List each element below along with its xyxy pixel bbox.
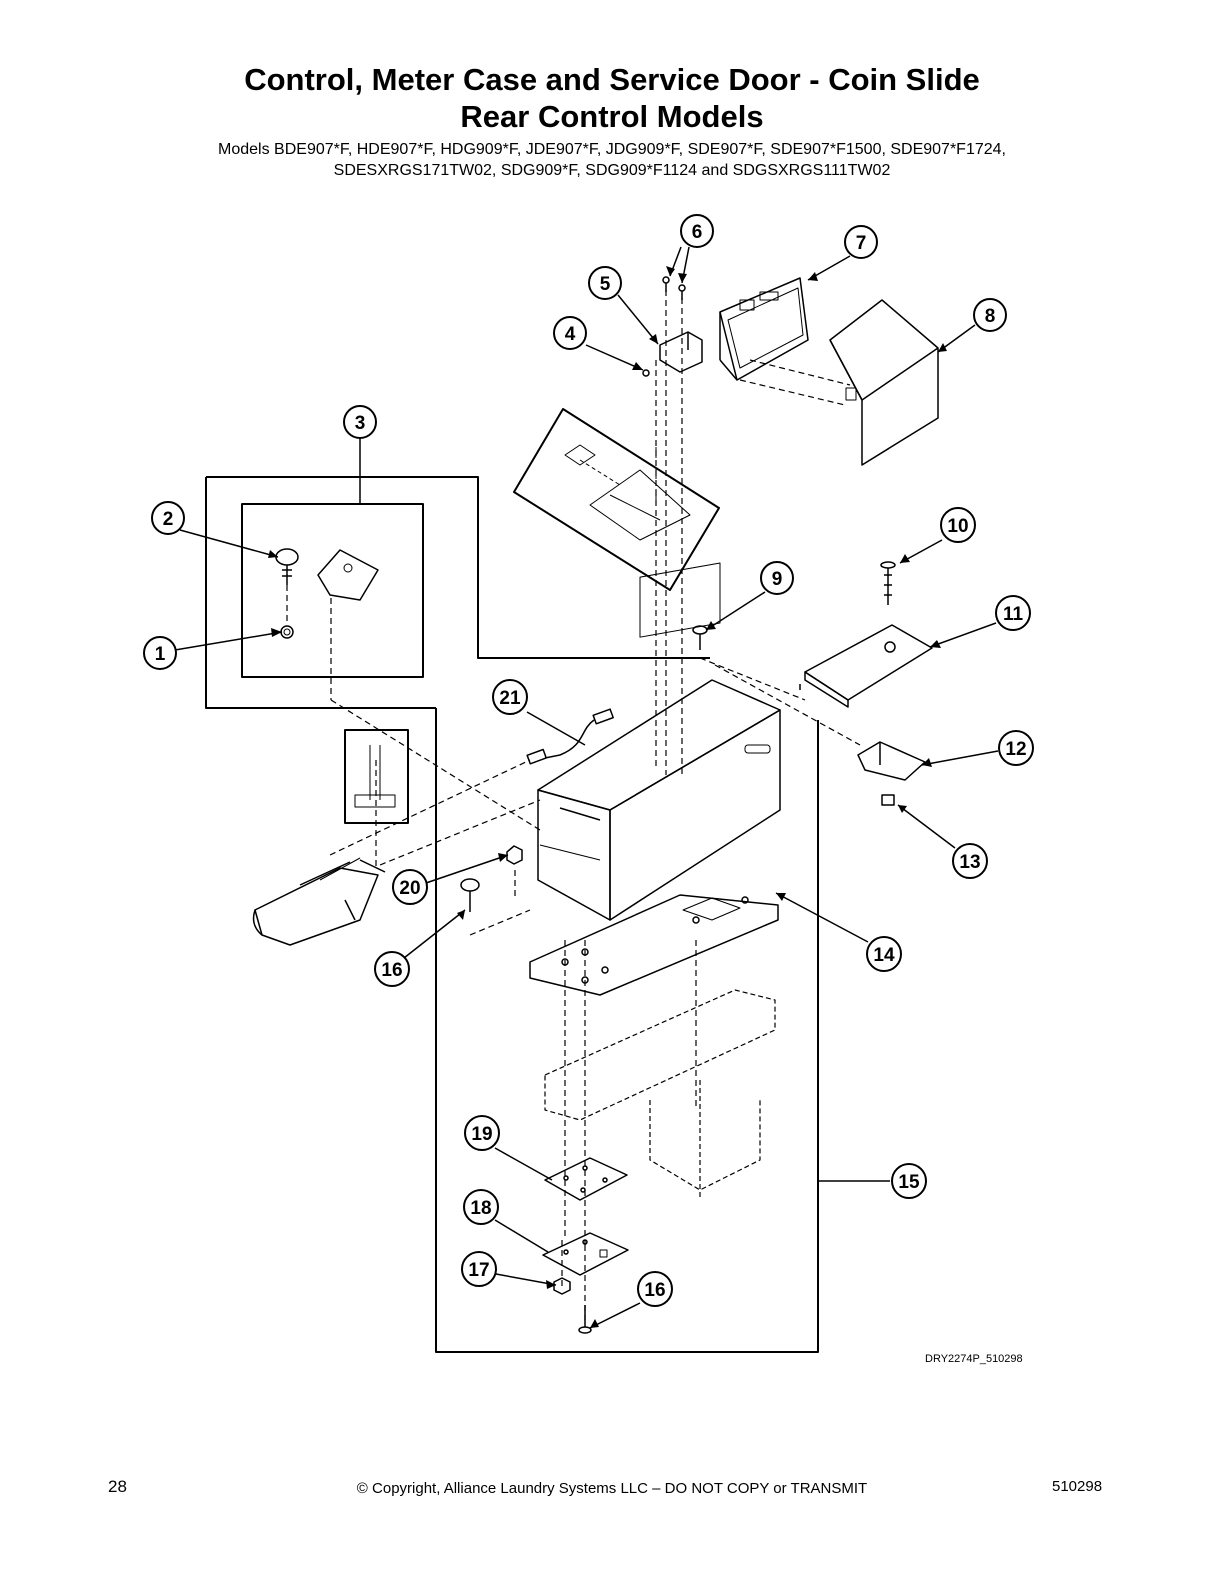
nut-20 [506,845,523,865]
callout-3: 3 [343,405,377,439]
svg-text:17: 17 [468,1260,489,1281]
coin-slide [252,857,386,946]
svg-text:16: 16 [381,960,402,981]
bolt-16-left [460,878,480,912]
callouts: 1 2 3 4 5 6 7 8 9 10 11 12 13 14 15 16 1… [143,214,1034,1307]
switch-detail-box [344,729,409,824]
plate-18 [542,1232,629,1276]
coin-slide-inset-parts [564,440,691,541]
mounting-plate [529,894,779,996]
leader-lines [174,246,999,1329]
callout-11: 11 [995,595,1031,631]
screw-10 [880,561,896,605]
svg-text:3: 3 [355,413,366,434]
models-line-2: SDESXRGS171TW02, SDG909*F, SDG909*F1124 … [333,162,891,179]
cover-panel [829,299,939,466]
svg-text:1: 1 [155,644,166,665]
bracket-5 [659,331,703,373]
frame-3-outer [205,476,710,709]
nut-17 [553,1277,571,1295]
coin-slide-detail-box [513,408,720,591]
dryer-cabinet-ghost [544,989,776,1200]
wire-harness-21 [526,708,614,765]
bolt-16-bottom [578,1305,592,1334]
control-board [719,277,809,381]
cover-plate-11 [799,624,933,708]
models-line-1: Models BDE907*F, HDE907*F, HDG909*F, JDE… [218,141,1006,158]
lock-assembly [275,548,379,639]
callout-7: 7 [844,225,878,259]
callout-18: 18 [463,1189,499,1225]
copyright-notice: © Copyright, Alliance Laundry Systems LL… [356,1480,868,1497]
svg-text:7: 7 [856,233,867,254]
svg-text:5: 5 [600,274,611,295]
svg-text:12: 12 [1005,739,1026,760]
meter-case [537,562,781,921]
svg-text:4: 4 [565,324,576,345]
screw-4 [642,369,650,377]
callout-10: 10 [940,507,976,543]
callout-12: 12 [998,730,1034,766]
svg-text:15: 15 [898,1172,920,1193]
svg-text:9: 9 [772,569,783,590]
callout-8: 8 [973,298,1007,332]
callout-9: 9 [760,561,794,595]
svg-text:16: 16 [644,1280,665,1301]
frame-3-right-continuation [435,708,819,1353]
callout-1: 1 [143,636,177,670]
svg-text:18: 18 [470,1198,491,1219]
callout-19: 19 [464,1115,500,1151]
svg-text:2: 2 [163,509,174,530]
callout-13: 13 [952,843,988,879]
svg-text:14: 14 [873,945,895,966]
callout-16-bottom: 16 [637,1271,673,1307]
callout-20: 20 [392,869,428,905]
drawing-code: DRY2274P_510298 [925,1353,1023,1365]
callout-21: 21 [492,679,528,715]
callout-14: 14 [866,936,902,972]
clip-13 [881,794,895,806]
arrowheads [268,266,947,1328]
svg-text:20: 20 [399,878,420,899]
page-title: Control, Meter Case and Service Door - C… [244,62,980,97]
assembly-lines [286,290,861,1320]
page-number: 28 [108,1477,127,1496]
callout-17: 17 [461,1251,497,1287]
svg-text:10: 10 [947,516,968,537]
page-subtitle: Rear Control Models [460,99,764,134]
document-number: 510298 [1052,1478,1103,1495]
bracket-12 [857,741,926,781]
svg-text:6: 6 [692,222,703,243]
svg-text:11: 11 [1003,604,1024,625]
callout-2: 2 [151,501,185,535]
switch-assembly [354,745,396,808]
frame-3-inner [241,503,424,678]
callout-6: 6 [680,214,714,248]
plate-19 [544,1157,628,1201]
detail-frames [205,408,819,1353]
callout-16-left: 16 [374,951,410,987]
screw-9 [692,625,708,650]
svg-text:19: 19 [471,1124,492,1145]
callout-4: 4 [553,316,587,350]
callout-15: 15 [891,1163,927,1199]
svg-text:8: 8 [985,306,996,327]
screws-6 [662,276,686,300]
callout-5: 5 [588,266,622,300]
svg-text:21: 21 [499,688,521,709]
svg-text:13: 13 [959,852,980,873]
